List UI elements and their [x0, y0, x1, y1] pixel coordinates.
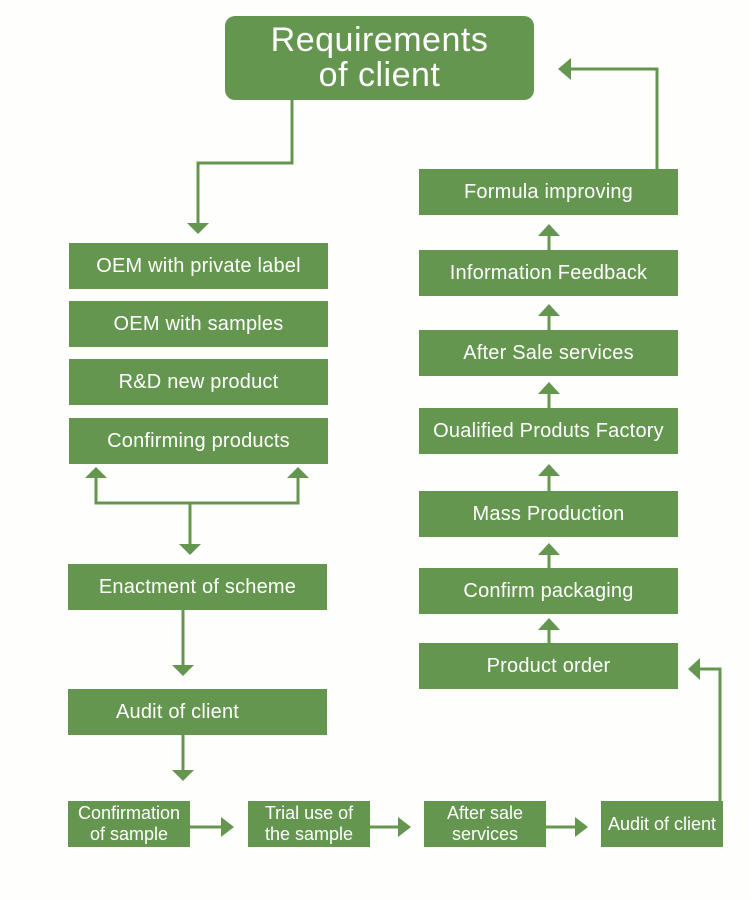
step-label-line2: of sample — [89, 824, 169, 844]
connector-title-to-oem — [196, 100, 294, 223]
arrowhead-right-icon — [398, 817, 411, 837]
step-label: OEM with samples — [113, 312, 284, 335]
arrowhead-up-icon — [538, 618, 560, 630]
title-line1: Requirements — [270, 21, 489, 59]
step-confirming-products: Confirming products — [69, 418, 328, 464]
step-label-line2: services — [451, 824, 518, 844]
step-label: Formula improving — [463, 180, 633, 203]
title-box-requirements-of-client: Requirements of client — [225, 16, 534, 100]
arrowhead-up-icon — [287, 467, 309, 478]
arrowhead-up-icon — [538, 304, 560, 316]
step-enactment-of-scheme: Enactment of scheme — [68, 564, 327, 610]
step-product-order: Product order — [419, 643, 678, 689]
step-confirm-packaging: Confirm packaging — [419, 568, 678, 614]
step-label: Audit of client — [607, 813, 717, 834]
step-label: Oualified Produts Factory — [433, 419, 664, 442]
step-after-sale-services-right: After Sale services — [419, 330, 678, 376]
arrowhead-up-icon — [538, 543, 560, 555]
step-label: Enactment of scheme — [98, 575, 297, 598]
step-label: R&D new product — [118, 370, 279, 393]
step-label: Audit of client — [116, 700, 240, 723]
arrowhead-right-icon — [575, 817, 588, 837]
step-audit-of-client-final: Audit of client — [601, 801, 723, 847]
step-label: OEM with private label — [96, 254, 301, 277]
arrowhead-up-icon — [538, 224, 560, 236]
step-mass-production: Mass Production — [419, 491, 678, 537]
step-label: Mass Production — [472, 502, 625, 525]
connector-audit-to-order — [699, 667, 722, 802]
connector-confirming-branch — [94, 478, 300, 505]
arrowhead-down-icon — [172, 665, 194, 676]
step-qualified-products-factory: Oualified Produts Factory — [419, 408, 678, 454]
step-label: Information Feedback — [449, 261, 648, 284]
step-label: After Sale services — [463, 341, 634, 364]
step-trial-use-of-sample: Trial use of the sample — [248, 801, 370, 847]
step-audit-of-client: Audit of client — [68, 689, 327, 735]
arrowhead-up-icon — [538, 382, 560, 394]
connector-formula-to-title — [570, 67, 659, 169]
arrowhead-up-icon — [538, 464, 560, 476]
arrowhead-down-icon — [187, 223, 209, 234]
arrowhead-right-icon — [221, 817, 234, 837]
step-label-line2: the sample — [264, 824, 354, 844]
step-label-line1: After sale — [446, 803, 524, 823]
arrowhead-up-icon — [85, 467, 107, 478]
step-label: Product order — [486, 654, 611, 677]
step-after-sale-services: After sale services — [424, 801, 546, 847]
arrowhead-down-icon — [172, 770, 194, 781]
step-oem-samples: OEM with samples — [69, 301, 328, 347]
arrowhead-down-icon — [179, 544, 201, 555]
step-formula-improving: Formula improving — [419, 169, 678, 215]
step-label-line1: Trial use of — [264, 803, 354, 823]
arrowhead-left-icon — [688, 658, 700, 680]
step-label: Confirming products — [107, 429, 290, 452]
step-rd-new-product: R&D new product — [69, 359, 328, 405]
step-label: Confirm packaging — [463, 579, 634, 602]
step-confirmation-of-sample: Confirmation of sample — [68, 801, 190, 847]
step-label-line1: Confirmation — [77, 803, 181, 823]
step-oem-private-label: OEM with private label — [69, 243, 328, 289]
title-line2: of client — [318, 56, 441, 94]
arrowhead-left-icon — [558, 58, 571, 80]
step-information-feedback: Information Feedback — [419, 250, 678, 296]
